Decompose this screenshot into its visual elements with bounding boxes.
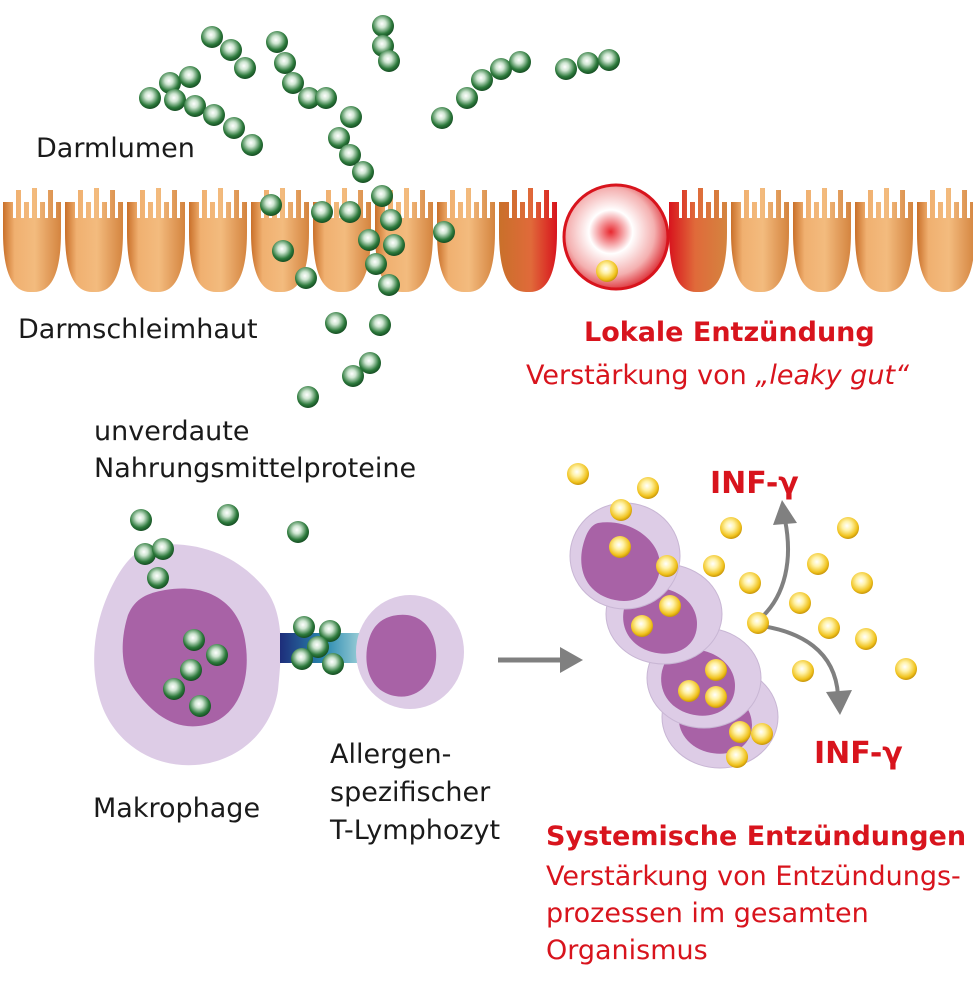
macrophage-label: Makrophage <box>93 793 261 824</box>
cytokine-label-top: INF-γ <box>710 466 799 501</box>
t-lymphocyte <box>356 595 464 709</box>
proteins-label-line1: unverdaute <box>94 416 250 447</box>
cytokines <box>567 463 917 768</box>
local-inflammation-title: Lokale Entzündung <box>584 317 875 348</box>
local-subtitle-prefix: Verstärkung von <box>526 360 756 391</box>
systemic-line2: prozessen im gesamten <box>546 898 869 929</box>
undigested-proteins <box>139 15 620 408</box>
cytokine-release-arrows <box>760 500 852 715</box>
process-arrow <box>498 647 583 673</box>
intestinal-villi <box>3 188 973 292</box>
systemic-inflammation-title: Systemische Entzündungen <box>546 821 967 852</box>
cytokine-label-bottom: INF-γ <box>814 736 903 771</box>
systemic-line1: Verstärkung von Entzündungs- <box>546 861 961 892</box>
cytokine-in-gut <box>596 260 618 282</box>
tcell-label-line3: T-Lymphozyt <box>330 815 501 846</box>
proteins-at-macrophage <box>130 504 309 717</box>
proteins-label-line2: Nahrungsmittelproteine <box>94 453 417 484</box>
systemic-line3: Organismus <box>546 935 708 966</box>
macrophage <box>94 544 281 766</box>
lumen-label: Darmlumen <box>36 133 195 164</box>
tcell-label-line1: Allergen- <box>330 739 452 770</box>
tcell-label-line2: spezifischer <box>330 777 491 808</box>
mucosa-label: Darmschleimhaut <box>18 314 258 345</box>
presented-antigen <box>291 616 344 675</box>
inflamed-cell <box>562 183 670 291</box>
leaky-gut-term: „leaky gut“ <box>755 360 910 391</box>
local-inflammation-subtitle: Verstärkung von „leaky gut“ <box>526 359 909 393</box>
